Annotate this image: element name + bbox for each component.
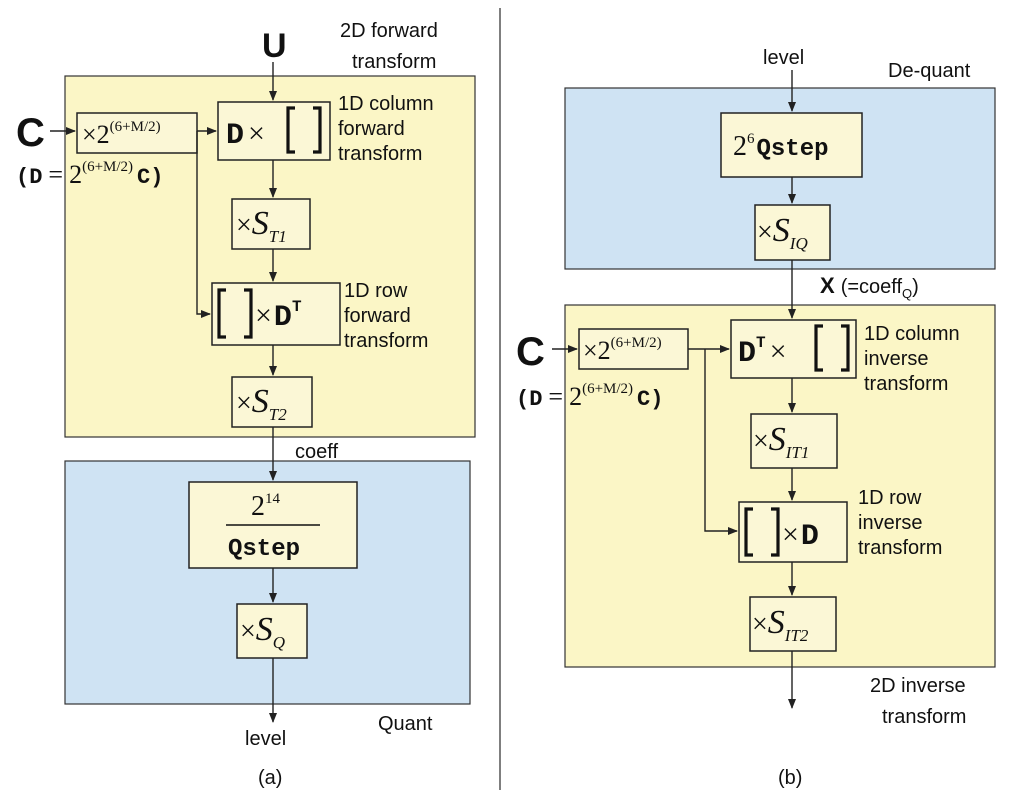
row-inverse-box	[738, 501, 848, 563]
inverse-title-line1: 2D inverse	[870, 675, 966, 697]
input-c-label-b: C	[516, 330, 545, 374]
sit2-expr: ×SIT2	[752, 604, 809, 645]
row-inverse-expr: ×D	[782, 518, 819, 554]
inverse-title-line2: transform	[882, 706, 966, 728]
scale-box-b	[578, 328, 689, 370]
column-transform-box	[217, 101, 331, 161]
coeff-label: coeff	[295, 441, 338, 463]
sit1-box	[750, 413, 838, 469]
row-inverse-label-2: inverse	[858, 512, 922, 534]
sq-expr: ×SQ	[240, 611, 285, 652]
d-definition: (D=2(6+M/2)C)	[16, 159, 163, 190]
qstep-denominator: Qstep	[228, 536, 300, 563]
wire-scale-to-row	[196, 131, 211, 318]
column-label-3: transform	[338, 143, 422, 165]
column-transform-expr: D×	[226, 117, 265, 153]
sit2-box	[749, 596, 837, 652]
row-label-1: 1D row	[344, 280, 408, 302]
row-label-2: forward	[344, 305, 411, 327]
column-inverse-box	[730, 319, 857, 379]
sit1-expr: ×SIT1	[753, 421, 809, 462]
forward-title-line1: 2D forward	[340, 20, 438, 42]
siq-box	[754, 204, 831, 261]
caption-b: (b)	[778, 767, 802, 789]
scale-box	[76, 112, 198, 154]
sq-box	[236, 603, 308, 659]
column-inverse-expr: DT×	[738, 334, 787, 371]
st2-expr: ×ST2	[236, 383, 287, 424]
panel-b: level De-quant 26Qstep ×SIQ X(=coeffQ) C…	[516, 47, 996, 789]
x-coeffq-label: X(=coeffQ)	[820, 273, 919, 301]
output-level-label: level	[245, 728, 286, 750]
panel-a: U 2D forward transform C ×2(6+M/2) (D=2(…	[16, 20, 476, 789]
st1-expr: ×ST1	[236, 205, 287, 246]
dequant-qstep-expr: 26Qstep	[733, 131, 829, 163]
scale-box-b-expr: ×2(6+M/2)	[583, 335, 662, 365]
row-transform-brackets	[217, 288, 253, 339]
row-transform-box	[211, 282, 341, 346]
st1-box	[231, 198, 311, 250]
d-definition-b: (D=2(6+M/2)C)	[516, 381, 663, 412]
caption-a: (a)	[258, 767, 282, 789]
quant-label: Quant	[378, 713, 433, 735]
column-label-2: forward	[338, 118, 405, 140]
st2-box	[231, 376, 313, 428]
input-level-label: level	[763, 47, 804, 69]
scale-box-expr: ×2(6+M/2)	[82, 119, 161, 149]
qstep-numerator: 214	[251, 491, 281, 522]
column-label-1: 1D column	[338, 93, 434, 115]
row-transform-expr: ×DT	[255, 298, 302, 335]
row-label-3: transform	[344, 330, 428, 352]
dequant-label: De-quant	[888, 60, 971, 82]
row-inverse-brackets	[744, 507, 780, 557]
input-c-label: C	[16, 111, 45, 155]
column-transform-brackets	[286, 106, 322, 154]
input-u-label: U	[262, 27, 287, 65]
siq-expr: ×SIQ	[757, 212, 808, 253]
column-inverse-label-2: inverse	[864, 348, 928, 370]
column-inverse-label-1: 1D column	[864, 323, 960, 345]
wire-scale-to-row-b	[704, 349, 738, 535]
column-inverse-label-3: transform	[864, 373, 948, 395]
row-inverse-label-1: 1D row	[858, 487, 922, 509]
forward-title-line2: transform	[352, 51, 436, 73]
row-inverse-label-3: transform	[858, 537, 942, 559]
dequant-qstep-box	[720, 112, 863, 178]
column-inverse-brackets	[814, 324, 850, 372]
